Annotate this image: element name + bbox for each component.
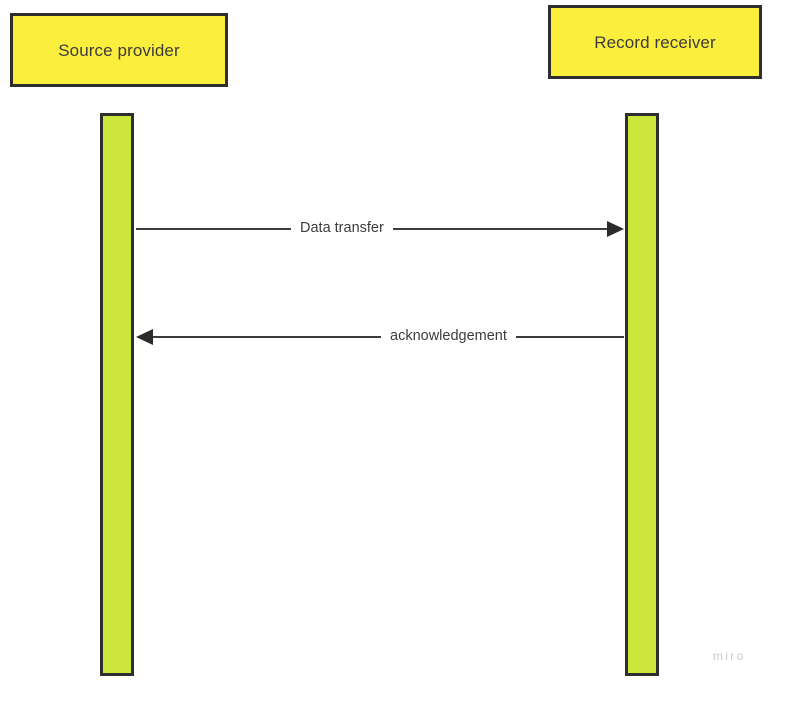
message-acknowledgement[interactable]: acknowledgement: [136, 325, 624, 349]
lifeline-bar-source-provider[interactable]: [100, 113, 134, 676]
message-label-data-transfer: Data transfer: [291, 217, 393, 240]
participant-box-record-receiver[interactable]: Record receiver: [548, 5, 762, 79]
arrowhead-right-icon: [607, 221, 624, 237]
message-data-transfer[interactable]: Data transfer: [136, 217, 624, 241]
arrowhead-left-icon: [136, 329, 153, 345]
participant-box-source-provider[interactable]: Source provider: [10, 13, 228, 87]
lifeline-bar-record-receiver[interactable]: [625, 113, 659, 676]
participant-label-record-receiver: Record receiver: [594, 32, 716, 52]
miro-watermark: miro: [713, 649, 746, 663]
message-label-acknowledgement: acknowledgement: [381, 325, 516, 348]
participant-label-source-provider: Source provider: [58, 40, 180, 60]
